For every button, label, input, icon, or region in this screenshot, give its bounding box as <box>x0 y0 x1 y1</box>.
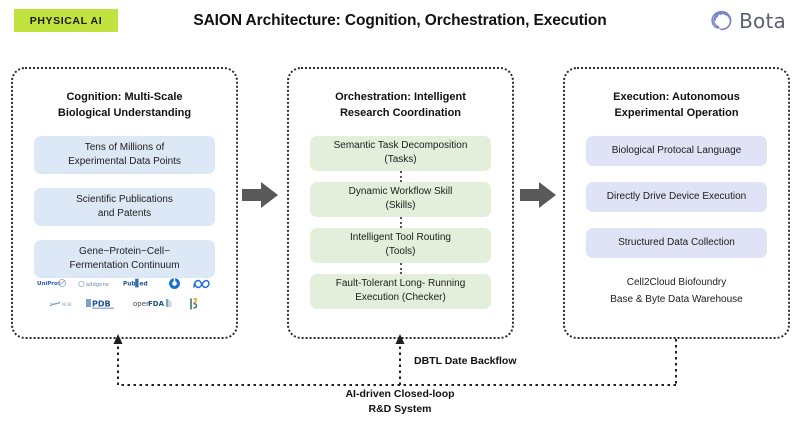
connector-3 <box>399 262 402 274</box>
svg-text:UniProt: UniProt <box>37 281 61 287</box>
backflow-caption: AI-driven Closed-loop R&D System <box>345 388 455 416</box>
panel-orchestration: Orchestration: Intelligent Research Coor… <box>287 67 514 339</box>
panel-orchestration-cards: Semantic Task Decomposition(Tasks) Dynam… <box>289 135 512 309</box>
svg-text:FDA: FDA <box>148 300 165 308</box>
bota-logo: Bota <box>709 8 786 33</box>
panel-cognition: Cognition: Multi-Scale Biological Unders… <box>11 67 238 339</box>
card-structured-data-collection: Structured Data Collection <box>586 227 767 258</box>
uniprot-icon: UniProt <box>37 277 67 290</box>
arrow-cognition-to-orchestration <box>240 180 280 210</box>
svg-text:NCBI: NCBI <box>62 302 72 307</box>
svg-text:addgene: addgene <box>86 281 109 287</box>
execution-footnote: Cell2Cloud Biofoundry Base & Byte Data W… <box>610 276 743 306</box>
svg-text:open: open <box>133 300 150 308</box>
backflow-arrowhead-left <box>113 334 123 344</box>
meta-icon <box>192 277 212 290</box>
card-gene-continuum: Gene−Protein−Cell−Fermentation Continuum <box>34 239 215 278</box>
card-dynamic-workflow-skill: Dynamic Workflow Skill(Skills) <box>310 181 491 217</box>
biorender-icon <box>188 297 201 310</box>
addgene-icon: addgene <box>78 277 112 290</box>
pdb-icon: PDB <box>85 297 122 310</box>
openfda-icon: open FDA <box>133 297 177 310</box>
panel-execution-cards: Biological Protocal Language Directly Dr… <box>565 135 788 309</box>
data-source-logo-row-2: NCBI PDB open FDA <box>49 296 201 311</box>
panel-cognition-title: Cognition: Multi-Scale Biological Unders… <box>57 91 192 119</box>
physical-ai-badge: PHYSICAL AI <box>14 9 118 32</box>
data-source-logo-row-1: UniProt addgene Pub ed <box>37 276 212 291</box>
card-directly-drive-device-execution: Directly Drive Device Execution <box>586 181 767 212</box>
svg-text:Pub: Pub <box>123 281 136 287</box>
panel-execution: Execution: Autonomous Experimental Opera… <box>563 67 790 339</box>
svg-text:PDB: PDB <box>92 299 111 308</box>
openai-icon <box>168 277 181 290</box>
pubmed-icon: Pub ed <box>123 277 157 290</box>
card-intelligent-tool-routing: Intelligent Tool Routing(Tools) <box>310 227 491 263</box>
connector-2 <box>399 216 402 228</box>
backflow-label: DBTL Date Backflow <box>414 355 517 367</box>
panel-execution-title: Execution: Autonomous Experimental Opera… <box>613 91 740 119</box>
bota-logo-text: Bota <box>739 8 786 33</box>
page-title: SAION Architecture: Cognition, Orchestra… <box>193 12 607 29</box>
backflow-arrowhead-middle <box>395 334 405 344</box>
bota-swirl-icon <box>709 8 734 33</box>
backflow-loop <box>113 334 677 386</box>
data-source-logos: UniProt addgene Pub ed <box>13 276 236 311</box>
card-semantic-task-decomposition: Semantic Task Decomposition(Tasks) <box>310 135 491 171</box>
arrow-orchestration-to-execution <box>518 180 558 210</box>
card-biological-protocol-language: Biological Protocal Language <box>586 135 767 166</box>
ncbi-icon: NCBI <box>49 297 75 310</box>
panel-orchestration-title: Orchestration: Intelligent Research Coor… <box>335 91 466 119</box>
svg-text:ed: ed <box>140 281 148 287</box>
connector-1 <box>399 170 402 182</box>
